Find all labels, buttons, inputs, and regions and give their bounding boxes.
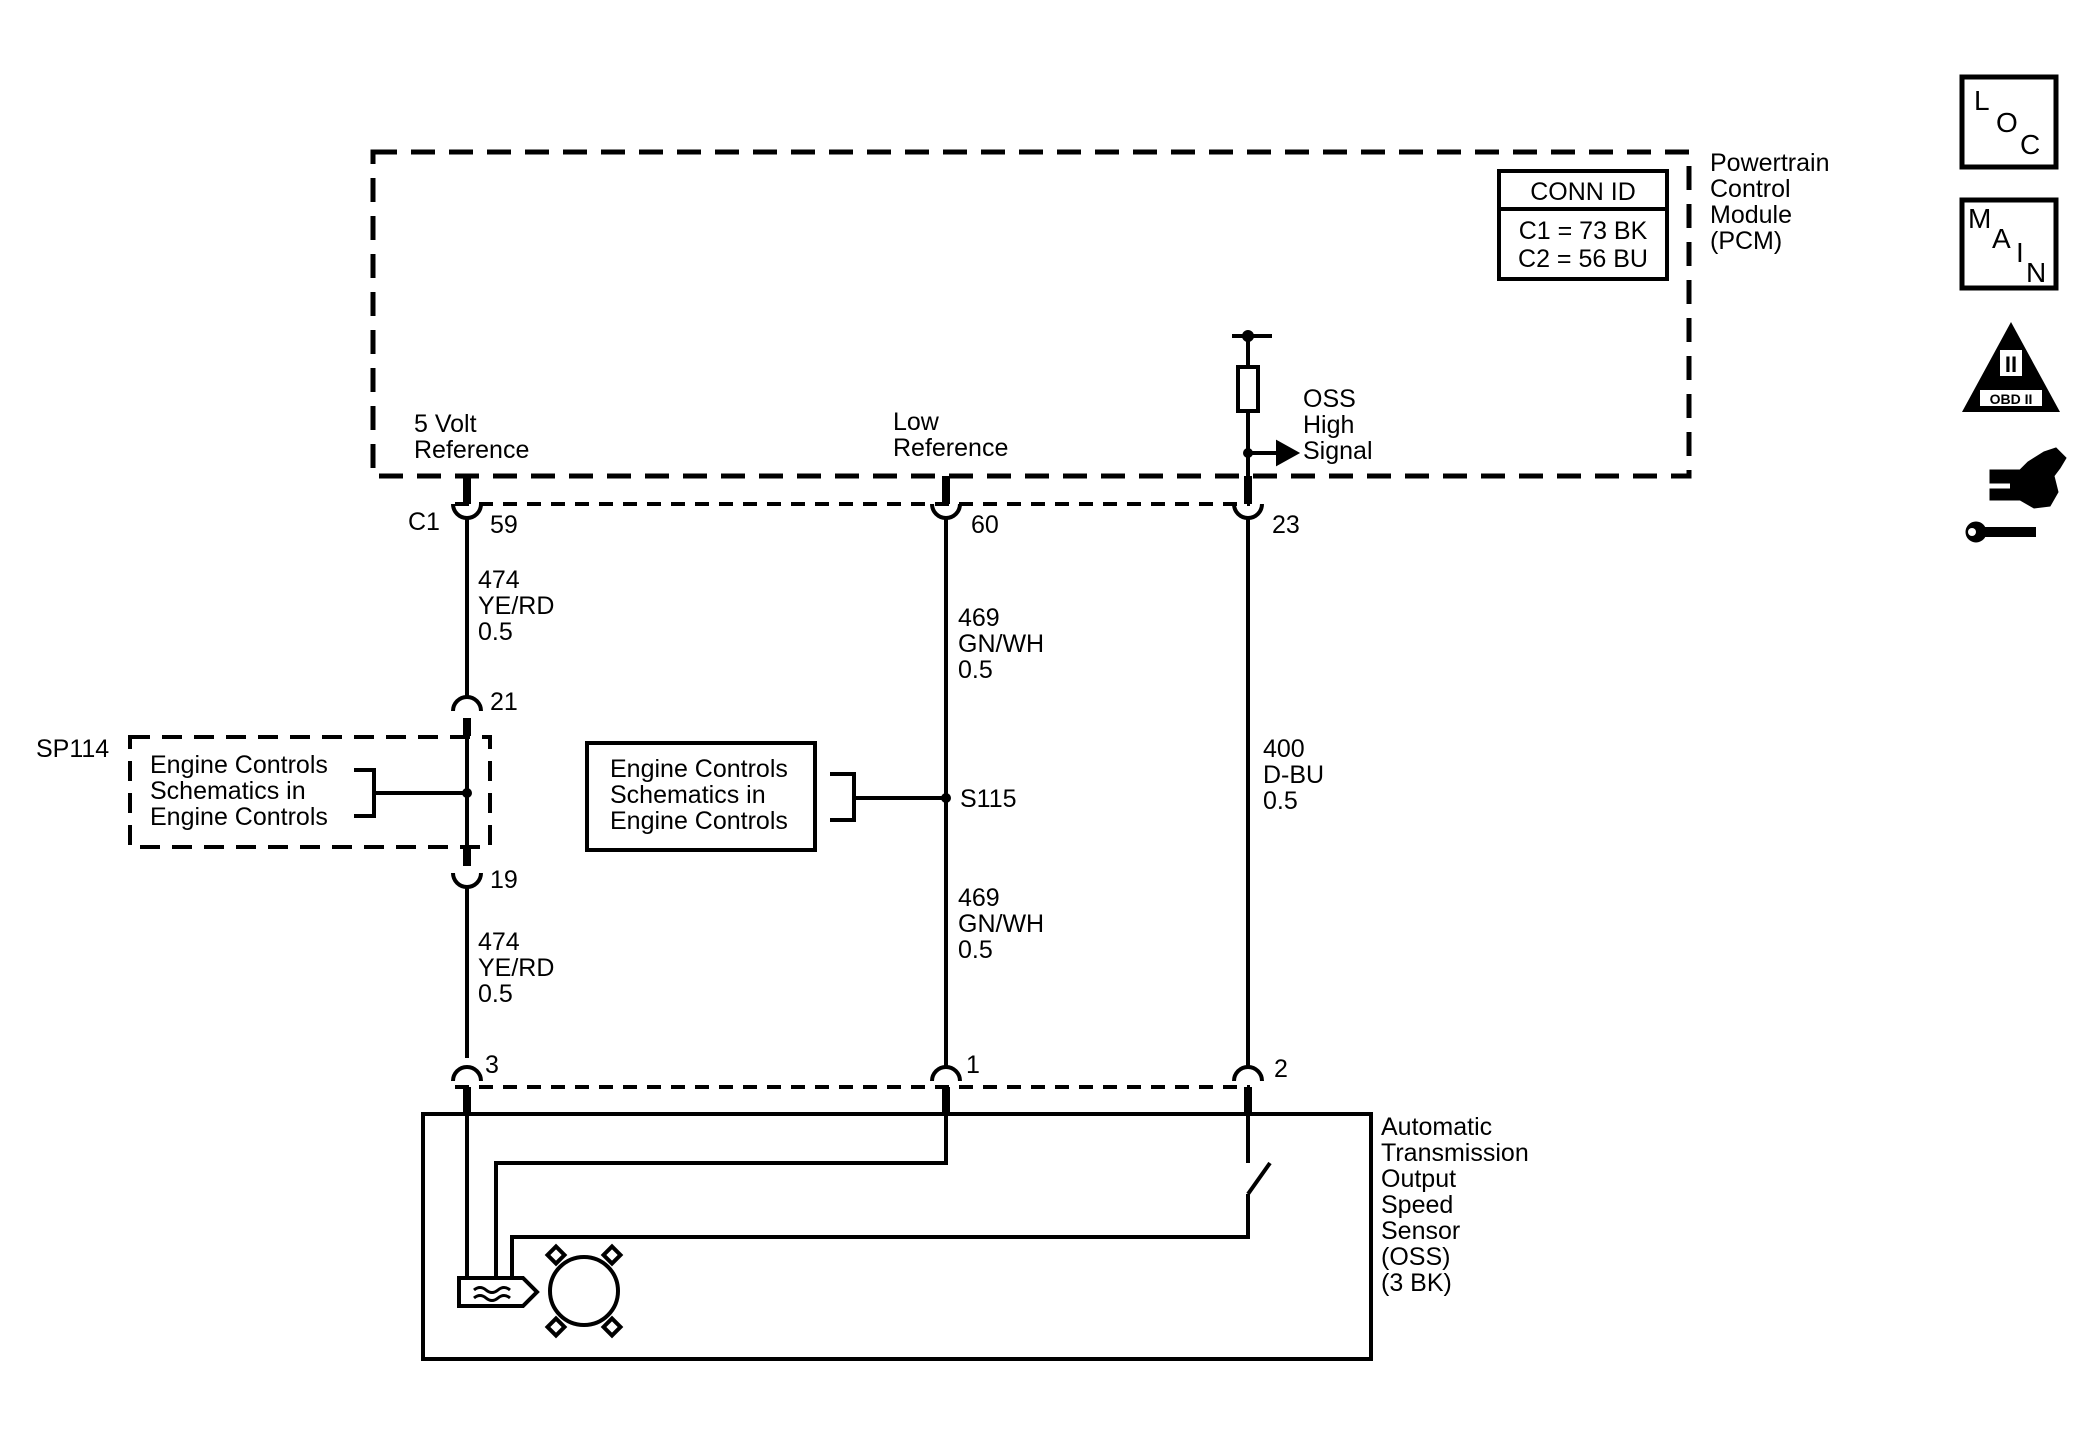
conn-id-table: CONN ID C1 = 73 BK C2 = 56 BU bbox=[1497, 169, 1669, 281]
svg-text:N: N bbox=[2026, 257, 2046, 288]
pin-1: 1 bbox=[966, 1051, 980, 1079]
pin-21: 21 bbox=[490, 688, 518, 716]
splice-dot-sp114 bbox=[462, 788, 472, 798]
splice-pack-reference: Engine Controls Schematics in Engine Con… bbox=[150, 751, 335, 831]
pcm-pin-terminals bbox=[451, 503, 1264, 520]
splice-pack-id: SP114 bbox=[36, 735, 109, 763]
splice-s115-reference-box bbox=[585, 741, 817, 852]
svg-text:A: A bbox=[1992, 223, 2011, 254]
sensor-internal-wiring bbox=[465, 1114, 1272, 1278]
svg-text:CONN ID: CONN ID bbox=[1530, 178, 1636, 206]
pin-59: 59 bbox=[490, 511, 518, 539]
wire-400-label: 400 D-BU 0.5 bbox=[1263, 735, 1331, 815]
pin-60: 60 bbox=[971, 511, 999, 539]
pin-19: 19 bbox=[490, 866, 518, 894]
svg-text:C1 = 73 BK: C1 = 73 BK bbox=[1519, 217, 1648, 245]
splice-s115-id: S115 bbox=[960, 785, 1017, 813]
oss-sensor-box bbox=[421, 1112, 1373, 1361]
wire-474-label-bottom: 474 YE/RD 0.5 bbox=[478, 928, 561, 1008]
splice-dot-s115 bbox=[941, 793, 951, 803]
pin-23: 23 bbox=[1272, 511, 1300, 539]
pin-2: 2 bbox=[1274, 1055, 1288, 1083]
wire-469-label-top: 469 GN/WH 0.5 bbox=[958, 604, 1051, 684]
main-icon[interactable]: M A I N bbox=[1959, 197, 2059, 291]
pcm-pin-stubs bbox=[463, 476, 1252, 504]
pcm-module-box bbox=[370, 149, 1692, 479]
splice-pack-sp114 bbox=[128, 735, 492, 849]
obd-ii-icon[interactable]: II OBD II bbox=[1962, 322, 2060, 412]
signal-oss-high: OSS High Signal bbox=[1303, 385, 1373, 465]
svg-text:L: L bbox=[1974, 85, 1990, 116]
signal-low-reference: Low Reference bbox=[893, 408, 1008, 462]
signal-5v-reference: 5 Volt Reference bbox=[414, 410, 529, 464]
loc-icon[interactable]: L O C bbox=[1959, 74, 2059, 170]
sensor-element-icon bbox=[457, 1276, 540, 1308]
oss-sensor-name: Automatic Transmission Output Speed Sens… bbox=[1381, 1113, 1536, 1297]
svg-text:C: C bbox=[2020, 129, 2040, 160]
wire-469-label-bottom: 469 GN/WH 0.5 bbox=[958, 884, 1051, 964]
svg-text:C2 = 56 BU: C2 = 56 BU bbox=[1518, 245, 1648, 273]
svg-text:O: O bbox=[1996, 107, 2018, 138]
pull-up-resistor bbox=[1232, 330, 1301, 492]
svg-text:M: M bbox=[1968, 203, 1991, 234]
svg-text:OBD II: OBD II bbox=[1990, 391, 2033, 407]
connector-c1-label: C1 bbox=[408, 508, 440, 536]
splice-s115-bracket bbox=[830, 772, 946, 822]
reluctor-wheel-icon bbox=[544, 1243, 624, 1339]
pcm-name: Powertrain Control Module (PCM) bbox=[1710, 149, 1836, 255]
wire-474-label-top: 474 YE/RD 0.5 bbox=[478, 566, 561, 646]
splice-pack-bracket bbox=[354, 768, 467, 818]
svg-text:II: II bbox=[2005, 352, 2017, 377]
sensor-pin-stubs bbox=[463, 1087, 1252, 1114]
splice-s115-reference: Engine Controls Schematics in Engine Con… bbox=[610, 755, 795, 835]
svg-text:I: I bbox=[2016, 237, 2024, 268]
pin-3: 3 bbox=[485, 1051, 499, 1079]
sensor-pin-terminals bbox=[451, 1065, 1264, 1082]
connector-repair-icon[interactable] bbox=[1962, 447, 2067, 543]
